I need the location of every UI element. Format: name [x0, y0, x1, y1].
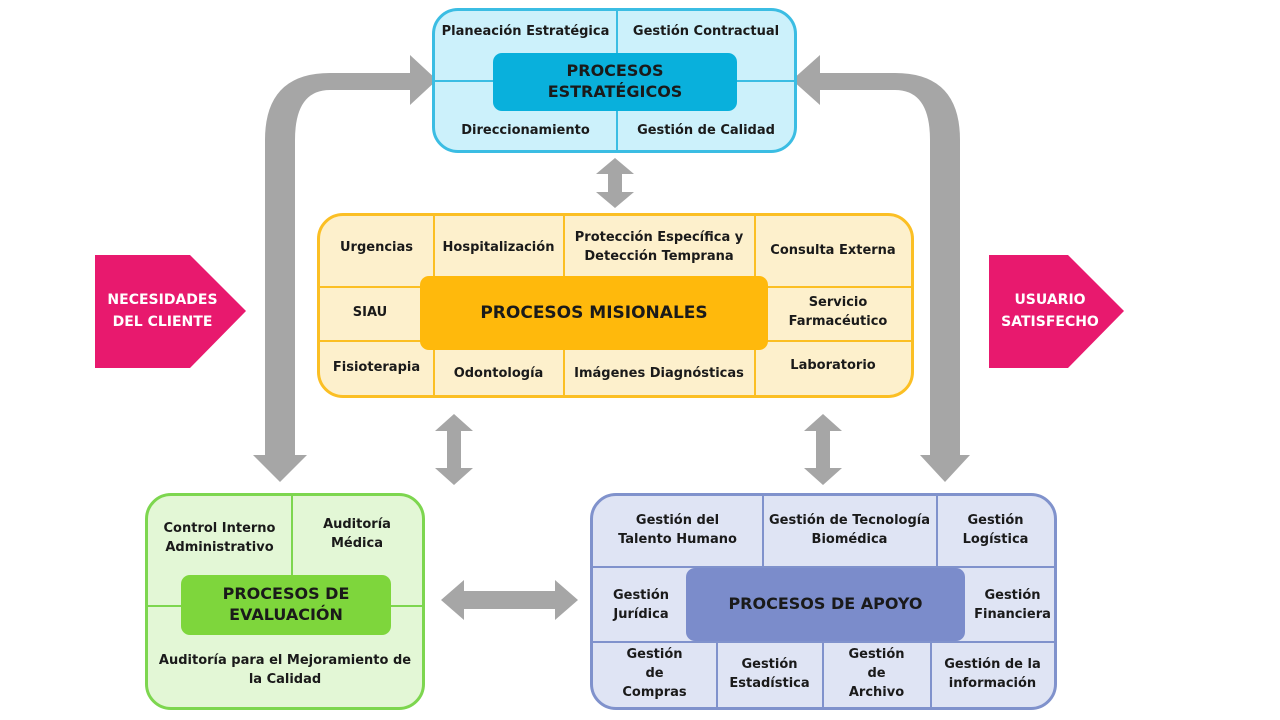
- strategic-processes-title: PROCESOS ESTRATÉGICOS: [493, 53, 737, 111]
- loop-arrow-right: [792, 55, 970, 482]
- strategic-cell-planeacion: Planeación Estratégica: [441, 23, 610, 39]
- missional-cell-proteccion: Protección Específica y Detección Tempra…: [574, 230, 744, 264]
- missional-cell-laboratorio: Laboratorio: [790, 357, 876, 373]
- evaluation-cell-mejoramiento: Auditoría para el Mejoramiento de la Cal…: [158, 653, 412, 687]
- missional-processes-panel: Urgencias Hospitalización Protección Esp…: [317, 213, 914, 398]
- evaluation-processes-title: PROCESOS DE EVALUACIÓN: [181, 575, 391, 635]
- support-cell-juridica: Gestión Jurídica: [612, 588, 670, 622]
- double-arrow-missional-support: [804, 414, 842, 485]
- support-cell-financiera: Gestión Financiera: [974, 588, 1051, 622]
- missional-cell-fisioterapia: Fisioterapia: [332, 359, 421, 375]
- support-cell-talento-humano: Gestión del Talento Humano: [618, 513, 737, 547]
- evaluation-processes-panel: Control Interno Administrativo Auditoría…: [145, 493, 425, 710]
- missional-cell-siau: SIAU: [352, 304, 388, 320]
- missional-cell-imagenes: Imágenes Diagnósticas: [574, 365, 744, 381]
- strategic-cell-direccionamiento: Direccionamiento: [461, 122, 590, 138]
- support-processes-title: PROCESOS DE APOYO: [686, 568, 965, 641]
- double-arrow-strategic-missional: [596, 158, 634, 208]
- support-cell-compras: Gestión de Compras: [622, 647, 687, 700]
- evaluation-cell-auditoria-medica: Auditoría Médica: [323, 517, 391, 551]
- double-arrow-missional-evaluation: [435, 414, 473, 485]
- support-processes-panel: Gestión del Talento Humano Gestión de Te…: [590, 493, 1057, 710]
- missional-cell-hospitalizacion: Hospitalización: [442, 239, 555, 255]
- evaluation-cell-control-interno: Control Interno Administrativo: [163, 520, 276, 555]
- strategic-cell-calidad: Gestión de Calidad: [637, 122, 775, 138]
- input-arrow-shape: [95, 255, 246, 368]
- output-arrow-label: USUARIO SATISFECHO: [1001, 291, 1099, 330]
- support-cell-estadistica: Gestión Estadística: [729, 656, 810, 691]
- output-arrow-shape: [989, 255, 1124, 368]
- strategic-processes-panel: Planeación Estratégica Gestión Contractu…: [432, 8, 797, 153]
- strategic-cell-contractual: Gestión Contractual: [632, 23, 780, 39]
- missional-cell-urgencias: Urgencias: [339, 239, 414, 255]
- support-cell-tecnologia-biomedica: Gestión de Tecnología Biomédica: [768, 513, 931, 547]
- missional-cell-odontologia: Odontología: [453, 365, 544, 381]
- missional-cell-farmaceutico: Servicio Farmacéutico: [788, 295, 888, 329]
- support-cell-informacion: Gestión de la información: [944, 656, 1041, 691]
- missional-cell-consulta-externa: Consulta Externa: [770, 242, 896, 258]
- loop-arrow-left: [253, 55, 437, 482]
- double-arrow-evaluation-support: [441, 580, 578, 620]
- input-arrow-label: NECESIDADES DEL CLIENTE: [107, 291, 218, 330]
- support-cell-archivo: Gestión de Archivo: [848, 647, 905, 700]
- missional-processes-title: PROCESOS MISIONALES: [420, 276, 768, 350]
- support-cell-logistica: Gestión Logística: [962, 513, 1029, 547]
